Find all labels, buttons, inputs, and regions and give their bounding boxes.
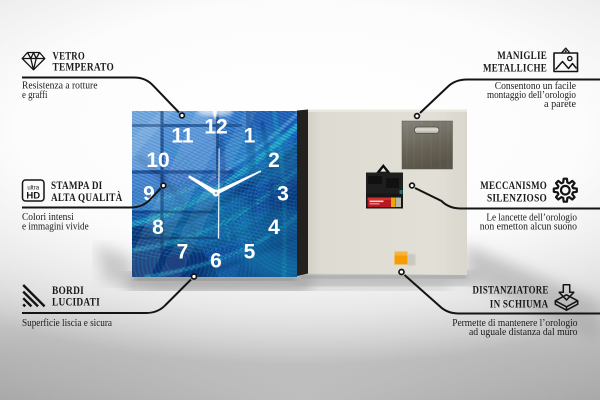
svg-text:2: 2	[268, 149, 280, 172]
svg-text:TEMPERATO: TEMPERATO	[53, 62, 115, 74]
svg-text:METALLICHE: METALLICHE	[483, 62, 547, 74]
svg-text:4: 4	[268, 216, 280, 239]
svg-text:IN SCHIUMA: IN SCHIUMA	[490, 298, 549, 310]
svg-text:11: 11	[171, 124, 194, 147]
svg-text:7: 7	[177, 240, 189, 263]
svg-text:Le lancette dell’orologio: Le lancette dell’orologio	[486, 213, 577, 224]
svg-text:MANIGLIE: MANIGLIE	[497, 50, 547, 62]
svg-text:MECCANISMO: MECCANISMO	[480, 180, 547, 192]
svg-text:3: 3	[277, 182, 289, 205]
svg-text:a parete: a parete	[544, 99, 576, 110]
svg-text:STAMPA DI: STAMPA DI	[51, 180, 103, 192]
svg-text:Permette di mantenere l’orolog: Permette di mantenere l’orologio	[452, 318, 577, 329]
svg-text:5: 5	[244, 240, 256, 263]
svg-text:12: 12	[204, 115, 227, 138]
svg-text:Colori intensi: Colori intensi	[22, 212, 74, 223]
svg-text:non emetton alcun suono: non emetton alcun suono	[480, 222, 577, 233]
svg-text:ad uguale distanza dal muro: ad uguale distanza dal muro	[469, 327, 578, 338]
svg-text:SILENZIOSO: SILENZIOSO	[487, 192, 547, 204]
svg-text:Resistenza a rotture: Resistenza a rotture	[22, 81, 98, 92]
svg-text:BORDI: BORDI	[52, 285, 84, 297]
svg-text:6: 6	[210, 249, 222, 272]
svg-text:HD: HD	[26, 191, 40, 202]
svg-text:DISTANZIATORE: DISTANZIATORE	[473, 285, 549, 297]
svg-text:9: 9	[143, 182, 155, 205]
svg-text:ultra: ultra	[27, 186, 39, 192]
svg-text:Superficie liscia e sicura: Superficie liscia e sicura	[22, 318, 112, 329]
svg-text:10: 10	[146, 149, 169, 172]
svg-text:montaggio dell’orologio: montaggio dell’orologio	[487, 90, 576, 101]
svg-text:Consentono un facile: Consentono un facile	[495, 81, 577, 92]
svg-text:VETRO: VETRO	[53, 51, 86, 63]
svg-text:e graffi: e graffi	[22, 90, 48, 101]
svg-text:1: 1	[244, 124, 256, 147]
svg-text:LUCIDATI: LUCIDATI	[52, 297, 100, 309]
svg-text:e immagini vivide: e immagini vivide	[22, 222, 89, 233]
svg-text:ALTA QUALITÀ: ALTA QUALITÀ	[51, 190, 123, 204]
svg-text:8: 8	[152, 216, 164, 239]
